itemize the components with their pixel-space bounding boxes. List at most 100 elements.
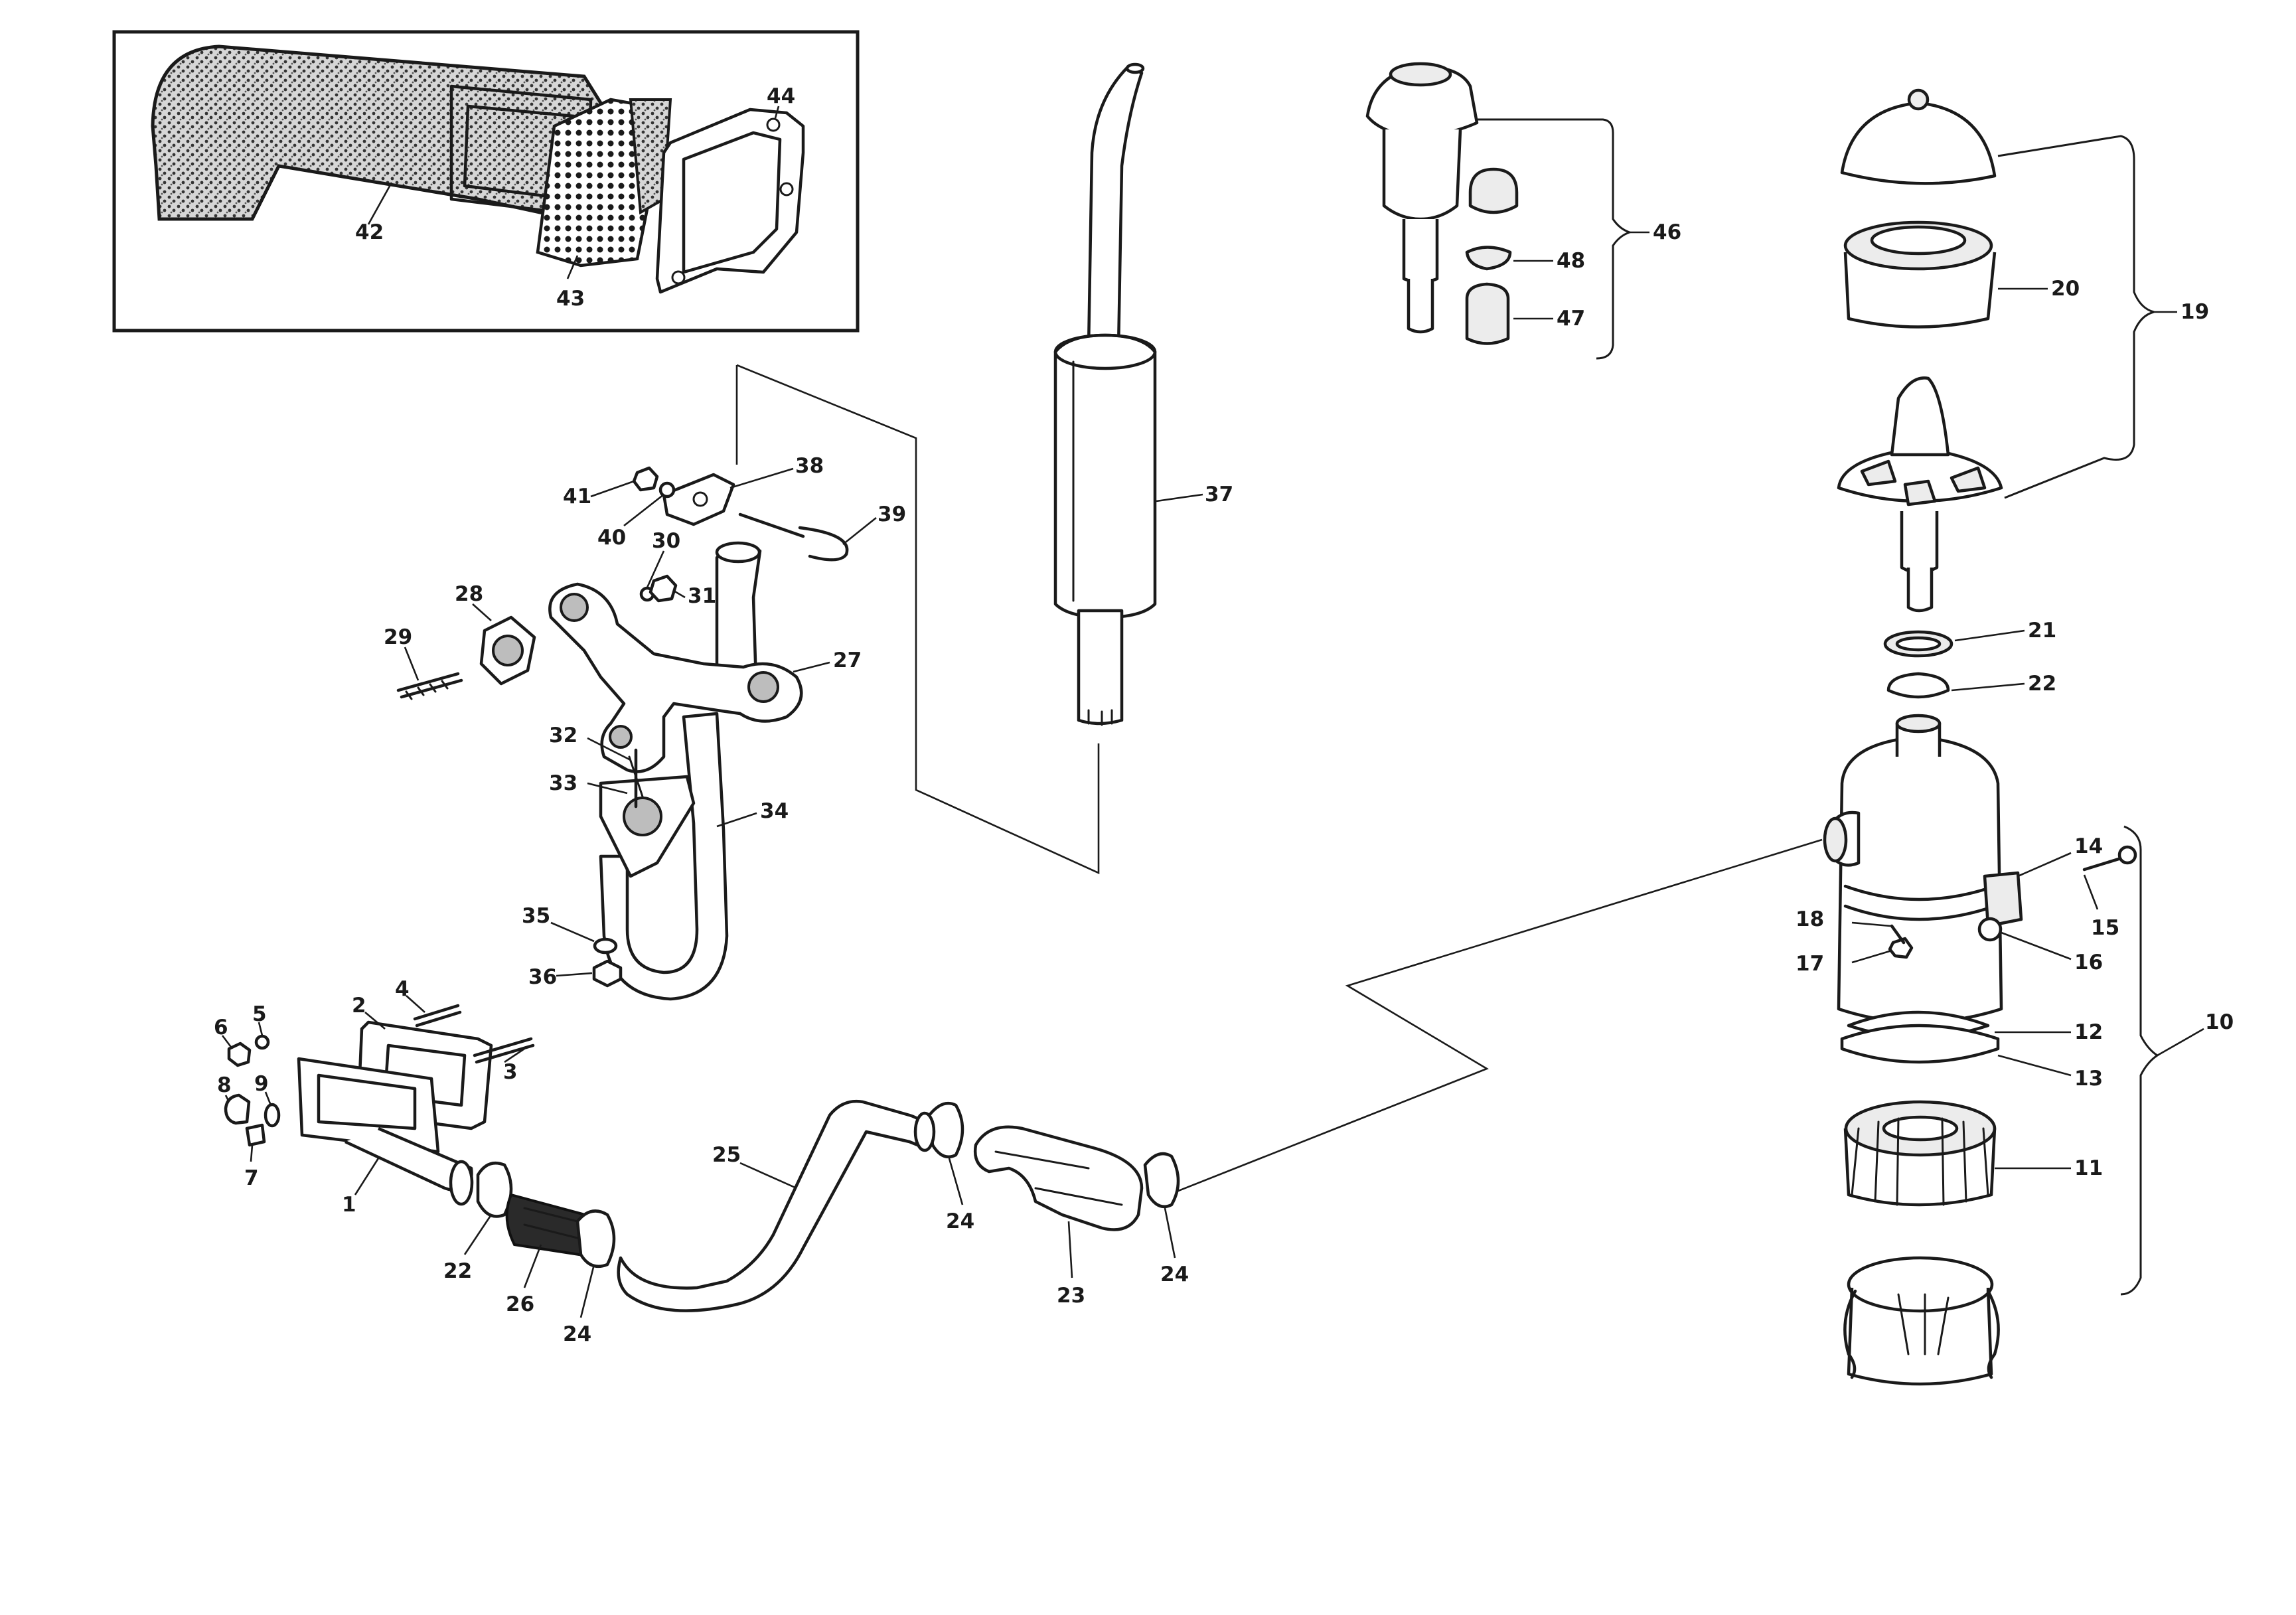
cup-fins	[1897, 1293, 1950, 1355]
label-22-lower: 22	[443, 1259, 472, 1283]
vane-blade-a	[1860, 459, 1897, 487]
gasket-hole-a	[766, 117, 781, 132]
leader-25	[739, 1162, 797, 1190]
precleaner-stem-tip	[1407, 279, 1434, 334]
label-41: 41	[563, 485, 591, 508]
leader-10	[2157, 1028, 2204, 1057]
elbow-hose-23	[973, 1125, 1144, 1231]
inlet-slots	[1087, 709, 1113, 726]
vane-spout	[1906, 568, 1934, 613]
cap-top	[1389, 62, 1452, 87]
gasket-hole-c	[779, 182, 794, 196]
inlet-opening	[1823, 816, 1848, 863]
element-core	[1882, 1115, 1959, 1142]
leader-39	[842, 516, 877, 546]
plug-8	[224, 1093, 251, 1125]
intake-gasket-inner	[682, 131, 782, 274]
label-26: 26	[506, 1292, 534, 1316]
leader-32	[587, 737, 631, 761]
oil-cup-clip-right	[1986, 1289, 2000, 1379]
washer-5	[254, 1034, 270, 1050]
hose-clamp-24-a	[575, 1209, 616, 1269]
vane-blade-b	[1950, 466, 1987, 493]
precleaner-stem	[1402, 219, 1439, 284]
oil-cup-rim	[1847, 1256, 1994, 1313]
plug-7	[245, 1123, 266, 1147]
label-21: 21	[2028, 619, 2056, 643]
stud-3	[473, 1037, 535, 1064]
leader-35	[550, 921, 595, 943]
leader-41	[590, 480, 635, 498]
leader-31	[673, 589, 686, 599]
gasket-hole-b	[671, 270, 686, 285]
bracket-10	[2120, 825, 2159, 1296]
label-46: 46	[1653, 220, 1681, 244]
leader-24-c	[1164, 1207, 1176, 1259]
label-28: 28	[455, 582, 483, 606]
leader-28	[472, 603, 492, 621]
label-39: 39	[878, 502, 906, 526]
leader-17	[1851, 949, 1892, 964]
label-18: 18	[1796, 907, 1824, 931]
label-9: 9	[254, 1072, 269, 1096]
washer-9	[264, 1103, 281, 1128]
leader-24-a	[579, 1264, 595, 1318]
label-25: 25	[712, 1143, 741, 1167]
label-22-upper: 22	[2028, 672, 2056, 696]
pipe-25-end	[913, 1111, 936, 1152]
muffler-top	[1053, 333, 1157, 370]
tailpipe-tip	[1125, 62, 1145, 74]
label-4: 4	[395, 977, 410, 1001]
bracket-46	[1477, 118, 1633, 360]
leader-9	[264, 1091, 272, 1106]
leader-15	[2083, 874, 2099, 910]
clamp-bracket	[662, 473, 735, 526]
leader-30	[646, 550, 665, 588]
washer-35	[593, 937, 618, 955]
band-latch	[1983, 871, 2023, 928]
u-bolt	[738, 512, 849, 562]
leader-21	[1954, 629, 2025, 642]
washer-40	[658, 481, 676, 499]
element-ribs	[1851, 1117, 1989, 1206]
riser-opening	[715, 541, 761, 564]
screw-18	[1890, 924, 1906, 945]
sleeve-47	[1465, 282, 1510, 345]
muffler-body	[1053, 333, 1157, 619]
label-16: 16	[2074, 951, 2103, 974]
precleaner-group: 46 48 47	[1365, 62, 1681, 360]
muffler-inlet	[1077, 609, 1124, 726]
label-33: 33	[549, 771, 577, 795]
bolt-15-head	[2117, 845, 2137, 865]
pipe-1-end	[449, 1160, 474, 1206]
leader-14	[2017, 852, 2072, 878]
bent-pipe-25	[617, 1099, 929, 1312]
air-cleaner-top-cover	[1840, 101, 1997, 185]
nut-17	[1888, 937, 1914, 959]
leader-44	[774, 106, 780, 119]
label-24-b: 24	[946, 1209, 974, 1233]
leader-7	[250, 1144, 254, 1162]
muffler-group: 37	[1053, 62, 1233, 726]
label-24-a: 24	[563, 1322, 591, 1346]
hose-clamp-22-upper	[1886, 672, 1950, 699]
leader-8	[224, 1095, 230, 1103]
leader-4	[406, 995, 425, 1013]
bracket-hole	[692, 491, 708, 507]
label-48: 48	[1557, 249, 1585, 273]
label-23: 23	[1057, 1284, 1085, 1308]
leader-40	[623, 493, 664, 527]
intake-pipe-group: 1 2 3 4 5 6 7 8 9 22 26 24 24 24 23 25	[214, 977, 1189, 1346]
washer-48	[1465, 246, 1512, 271]
label-35: 35	[522, 904, 550, 928]
label-3: 3	[503, 1060, 518, 1084]
label-31: 31	[688, 584, 716, 608]
label-6: 6	[214, 1016, 228, 1039]
hose-23-stipple	[994, 1150, 1123, 1206]
precleaner-body	[1382, 129, 1462, 221]
manifold-to-muffler-guide	[736, 364, 1100, 875]
label-20: 20	[2051, 277, 2080, 301]
leader-5	[258, 1022, 264, 1036]
shield-20-inner	[1870, 225, 1967, 256]
nut-36	[592, 959, 623, 988]
